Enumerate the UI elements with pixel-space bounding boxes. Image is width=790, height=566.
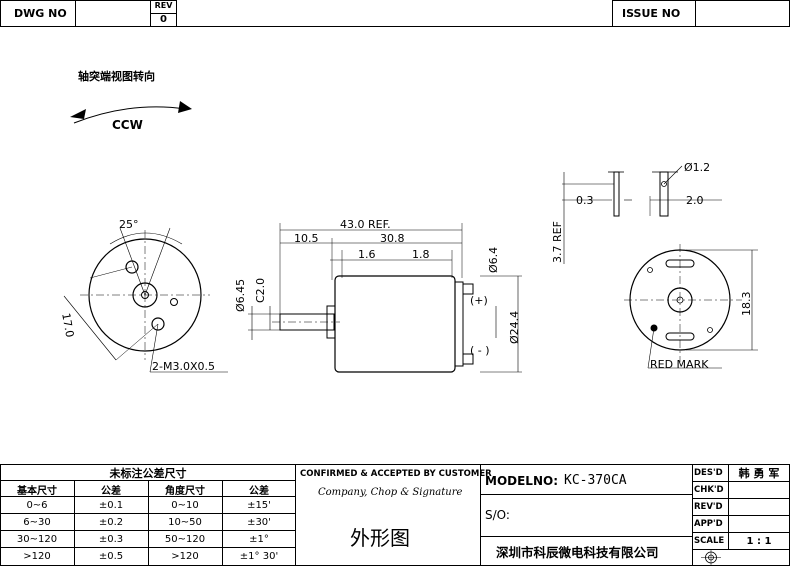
tolerance-cell: ±15' bbox=[247, 500, 271, 511]
front-view bbox=[63, 227, 228, 373]
designed-value: 韩 勇 军 bbox=[738, 467, 780, 480]
tolerance-cell: 6~30 bbox=[23, 517, 51, 528]
drawing-title: 外形图 bbox=[350, 526, 410, 550]
so-label: S/O: bbox=[485, 508, 510, 522]
side-c2-label: C2.0 bbox=[254, 277, 267, 303]
confirm-line2: Company, Chop & Signature bbox=[318, 487, 463, 498]
rear-18-3-label: 18.3 bbox=[740, 291, 753, 317]
scale-label: SCALE bbox=[694, 536, 725, 546]
terminal-hole-label: Ø1.2 bbox=[684, 161, 711, 174]
revised-label: REV'D bbox=[694, 502, 723, 512]
rev-divider bbox=[150, 13, 177, 14]
tolerance-cell: ±30' bbox=[247, 517, 271, 528]
approved-label: APP'D bbox=[694, 519, 723, 529]
rev-value: 0 bbox=[160, 14, 167, 25]
rotation-arrow bbox=[70, 101, 192, 124]
designed-label: DES'D bbox=[694, 468, 723, 478]
terminal-0-3-label: 0.3 bbox=[576, 194, 594, 207]
tolerance-header: 基本尺寸 bbox=[17, 485, 57, 497]
tolerance-cell: ±0.5 bbox=[98, 551, 124, 562]
terminal-2-0-label: 2.0 bbox=[686, 194, 704, 207]
tolerance-cell: 50~120 bbox=[164, 534, 206, 545]
dwg-no-label: DWG NO bbox=[14, 7, 67, 20]
side-1-8-label: 1.8 bbox=[412, 248, 430, 261]
terminal-3-7-label: 3.7 REF bbox=[551, 221, 564, 263]
confirm-line1: CONFIRMED & ACCEPTED BY CUSTOMER bbox=[300, 469, 492, 479]
issue-no-value-cell bbox=[695, 0, 790, 27]
company-name: 深圳市科辰微电科技有限公司 bbox=[496, 545, 659, 560]
scale-value: 1 : 1 bbox=[746, 535, 772, 547]
side-30-8-label: 30.8 bbox=[380, 232, 405, 245]
tolerance-cell: ±0.2 bbox=[98, 517, 124, 528]
rotation-direction: CCW bbox=[112, 118, 143, 132]
tolerance-cell: ±0.1 bbox=[98, 500, 124, 511]
rear-view bbox=[624, 244, 758, 369]
tolerance-cell: ±1° 30' bbox=[239, 551, 279, 562]
tolerance-header: 角度尺寸 bbox=[165, 485, 205, 497]
side-plus-label: (+) bbox=[470, 294, 488, 307]
side-10-5-label: 10.5 bbox=[294, 232, 319, 245]
tolerance-title: 未标注公差尺寸 bbox=[109, 467, 187, 480]
side-body-dia-label: Ø24.4 bbox=[508, 310, 521, 344]
issue-no-label: ISSUE NO bbox=[622, 7, 681, 20]
rear-red-mark-label: RED MARK bbox=[650, 358, 709, 371]
tolerance-cell: ±0.3 bbox=[98, 534, 124, 545]
projection-symbol-icon bbox=[701, 550, 721, 565]
tolerance-cell: >120 bbox=[23, 551, 51, 562]
checked-label: CHK'D bbox=[694, 485, 724, 495]
tolerance-header: 公差 bbox=[249, 485, 269, 497]
side-shaft-dia-label: Ø6.45 bbox=[234, 278, 247, 312]
model-value: KC-370CA bbox=[564, 473, 627, 488]
side-terminal-dia-label: Ø6.4 bbox=[487, 246, 500, 273]
tolerance-cell: 10~50 bbox=[168, 517, 202, 528]
tolerance-cell: >120 bbox=[171, 551, 199, 562]
front-angle-label: 25° bbox=[119, 218, 139, 231]
terminal-detail bbox=[562, 165, 722, 264]
side-1-6-label: 1.6 bbox=[358, 248, 376, 261]
rotation-caption: 轴突端视图转向 bbox=[78, 70, 155, 83]
header-underline bbox=[0, 26, 790, 27]
tolerance-cell: 0~10 bbox=[171, 500, 199, 511]
front-thread-label: 2-M3.0X0.5 bbox=[152, 360, 215, 373]
tolerance-cell: 0~6 bbox=[26, 500, 48, 511]
model-label: MODELNO: bbox=[485, 474, 558, 488]
dwg-no-value-cell bbox=[75, 0, 151, 27]
side-minus-label: ( - ) bbox=[470, 344, 490, 357]
side-view bbox=[248, 223, 522, 373]
tolerance-cell: 30~120 bbox=[16, 534, 58, 545]
side-overall-label: 43.0 REF. bbox=[340, 218, 391, 231]
rev-label: REV bbox=[154, 1, 173, 10]
tolerance-header: 公差 bbox=[101, 485, 121, 497]
tolerance-cell: ±1° bbox=[249, 534, 269, 545]
